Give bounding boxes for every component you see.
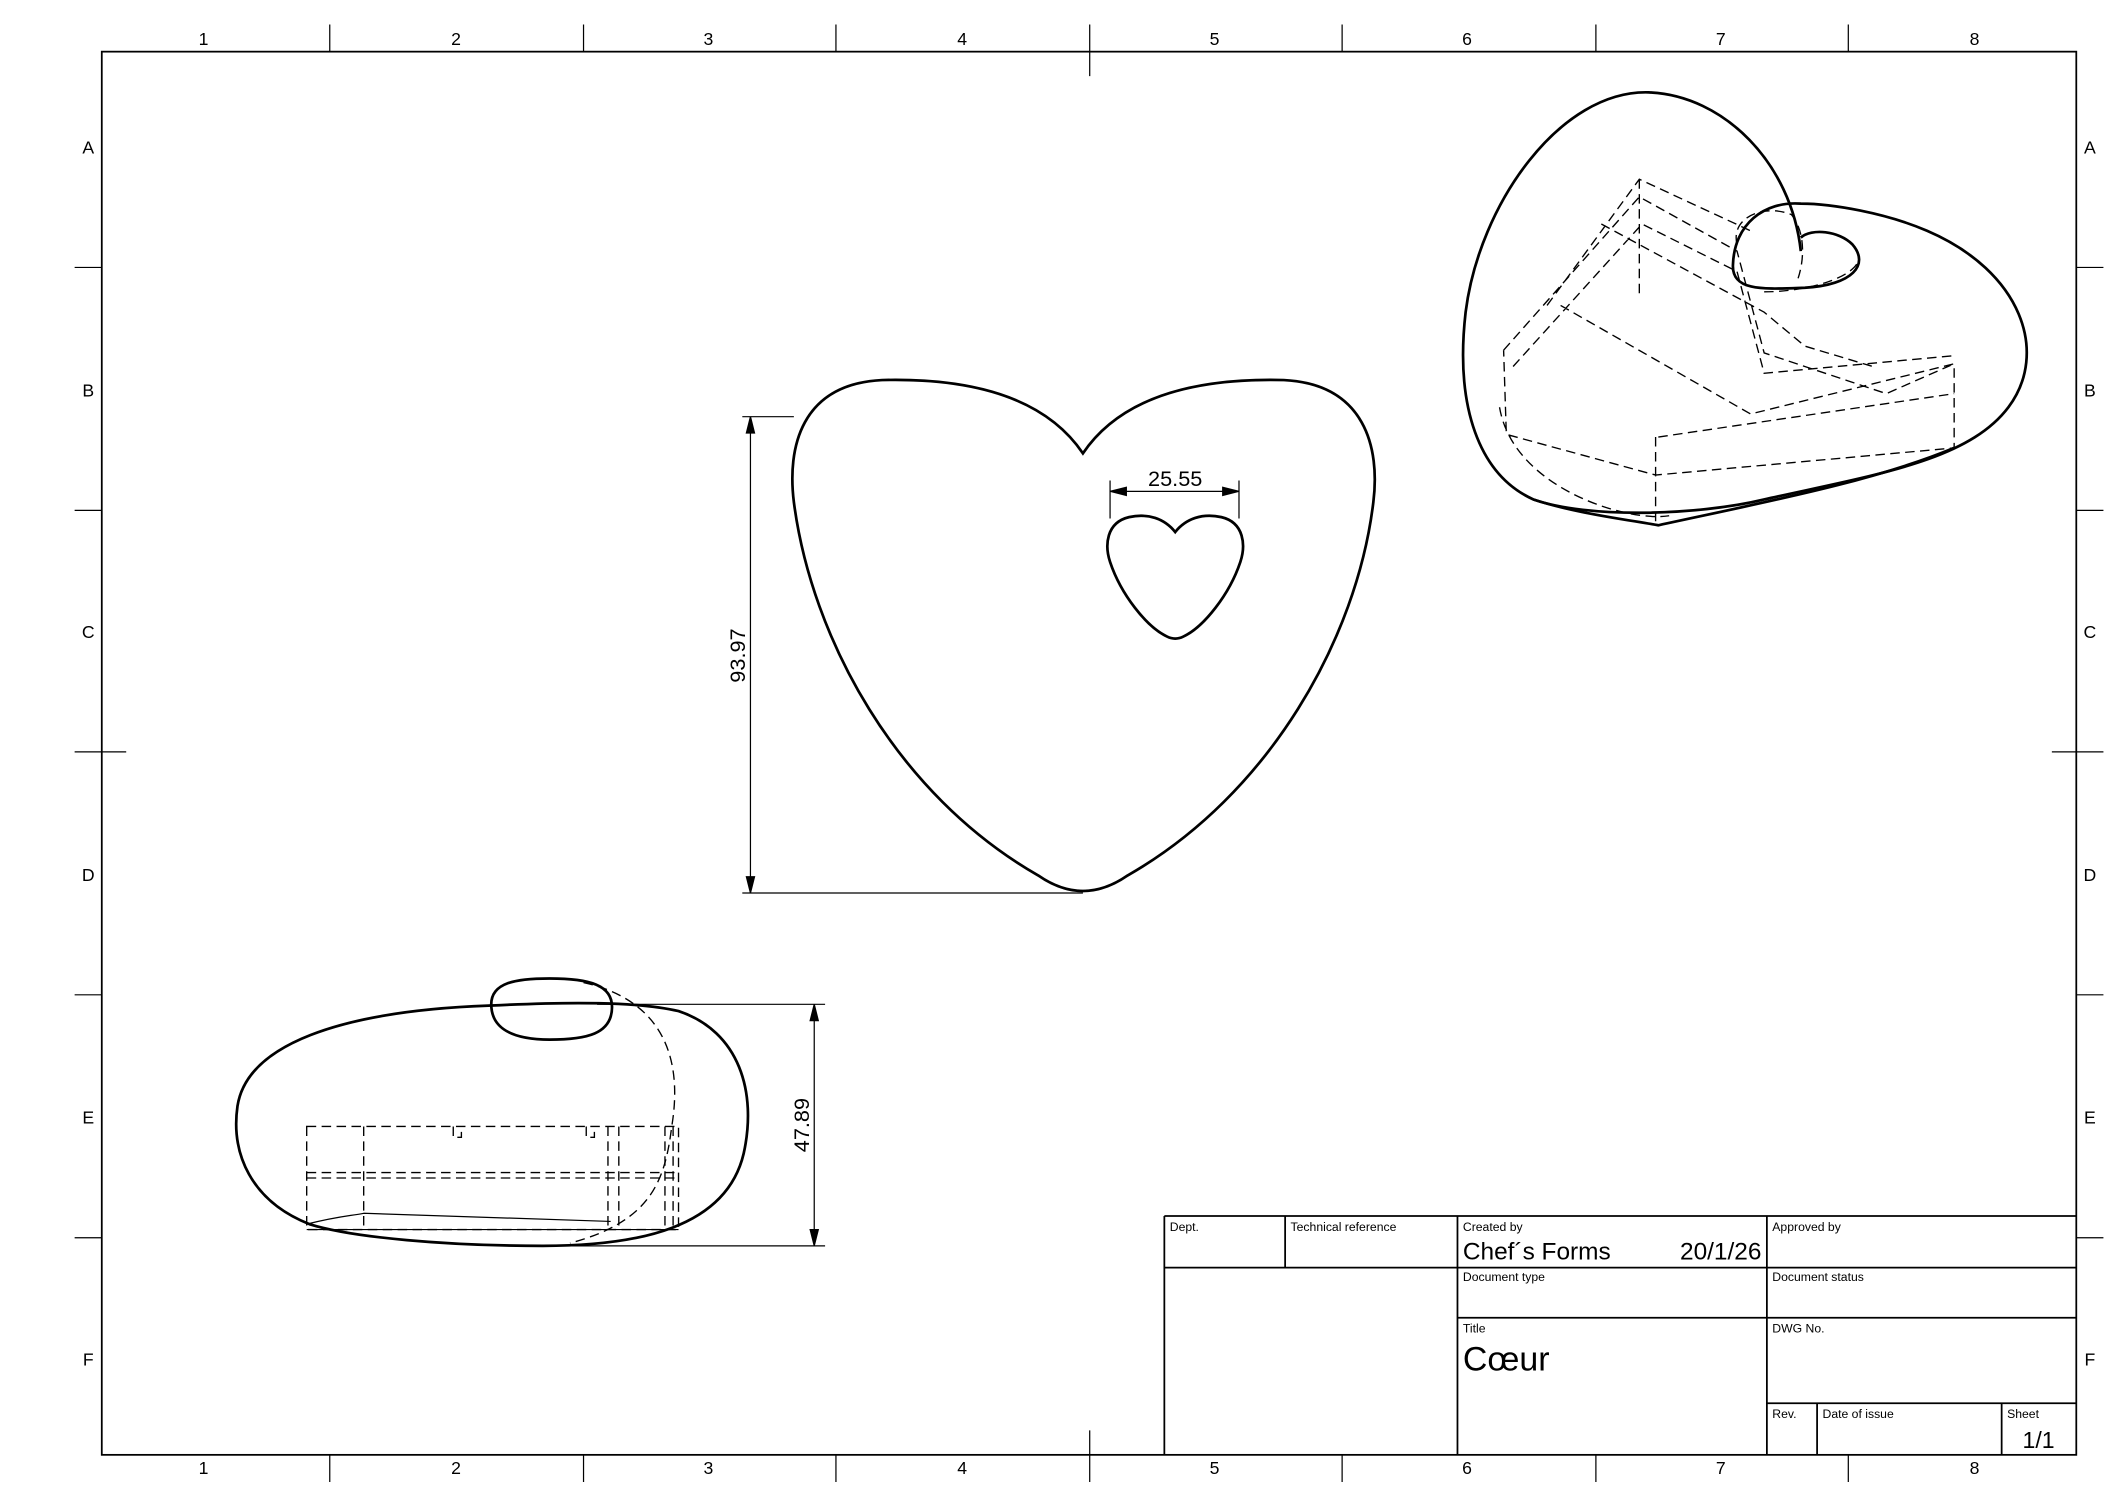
height-dimension (742, 416, 1083, 894)
zone-row-a: A (82, 137, 94, 157)
side-height-dimension-value: 47.89 (789, 1098, 814, 1152)
column-labels-bottom: 1 2 3 4 5 6 7 8 (199, 1458, 1980, 1478)
zone-row-e: E (2084, 1108, 2096, 1128)
zone-row-c: C (2083, 622, 2096, 642)
side-view: 47.89 (234, 977, 826, 1248)
side-height-dimension (536, 1003, 826, 1247)
zone-col-4: 4 (957, 29, 967, 49)
document-status-label: Document status (1772, 1270, 1864, 1284)
outer-heart-outline (791, 378, 1377, 893)
rev-label: Rev. (1772, 1407, 1796, 1421)
height-dimension-value: 93.97 (725, 628, 750, 682)
zone-ticks (74, 24, 2104, 1482)
zone-col-5: 5 (1210, 1458, 1220, 1478)
sheet-value: 1/1 (2023, 1427, 2055, 1453)
zone-col-3: 3 (703, 1458, 713, 1478)
drawing-title: Cœur (1463, 1341, 1550, 1379)
zone-col-6: 6 (1462, 1458, 1472, 1478)
side-outline (234, 1001, 750, 1248)
drawing-border (100, 50, 2078, 1456)
approved-by-label: Approved by (1772, 1220, 1841, 1234)
zone-col-4: 4 (957, 1458, 967, 1478)
zone-col-8: 8 (1970, 1458, 1980, 1478)
zone-col-3: 3 (703, 29, 713, 49)
front-view: 93.97 25.55 (725, 378, 1377, 894)
sheet-label: Sheet (2007, 1407, 2039, 1421)
dept-label: Dept. (1170, 1220, 1199, 1234)
zone-col-7: 7 (1716, 1458, 1726, 1478)
zone-col-5: 5 (1210, 29, 1220, 49)
zone-row-c: C (82, 622, 95, 642)
created-date: 20/1/26 (1680, 1238, 1761, 1265)
zone-col-7: 7 (1716, 29, 1726, 49)
zone-row-b: B (82, 380, 94, 400)
title-label: Title (1463, 1322, 1486, 1336)
date-of-issue-label: Date of issue (1823, 1407, 1894, 1421)
zone-col-8: 8 (1970, 29, 1980, 49)
isometric-view (1461, 91, 2029, 527)
zone-col-1: 1 (199, 1458, 209, 1478)
zone-row-b: B (2084, 380, 2096, 400)
inner-heart-outline (1106, 514, 1245, 640)
zone-col-6: 6 (1462, 29, 1472, 49)
title-block: Dept. Technical reference Created by Che… (1163, 1215, 2077, 1455)
zone-col-2: 2 (451, 29, 461, 49)
zone-col-1: 1 (199, 29, 209, 49)
zone-col-2: 2 (451, 1458, 461, 1478)
zone-row-d: D (82, 865, 95, 885)
row-labels-right: A B C D E F (2083, 137, 2096, 1369)
top-bump (489, 977, 614, 1041)
dwg-no-label: DWG No. (1772, 1322, 1824, 1336)
row-labels-left: A B C D E F (82, 137, 95, 1369)
created-by-value: Chef´s Forms (1463, 1238, 1611, 1265)
zone-row-f: F (2084, 1349, 2095, 1369)
zone-row-d: D (2083, 865, 2096, 885)
column-labels-top: 1 2 3 4 5 6 7 8 (199, 29, 1980, 49)
zone-row-a: A (2084, 137, 2096, 157)
width-dimension (1109, 480, 1240, 519)
zone-row-e: E (82, 1108, 94, 1128)
document-type-label: Document type (1463, 1270, 1545, 1284)
width-dimension-value: 25.55 (1148, 466, 1202, 491)
created-by-label: Created by (1463, 1220, 1524, 1234)
zone-row-f: F (83, 1349, 94, 1369)
technical-reference-label: Technical reference (1291, 1220, 1397, 1234)
